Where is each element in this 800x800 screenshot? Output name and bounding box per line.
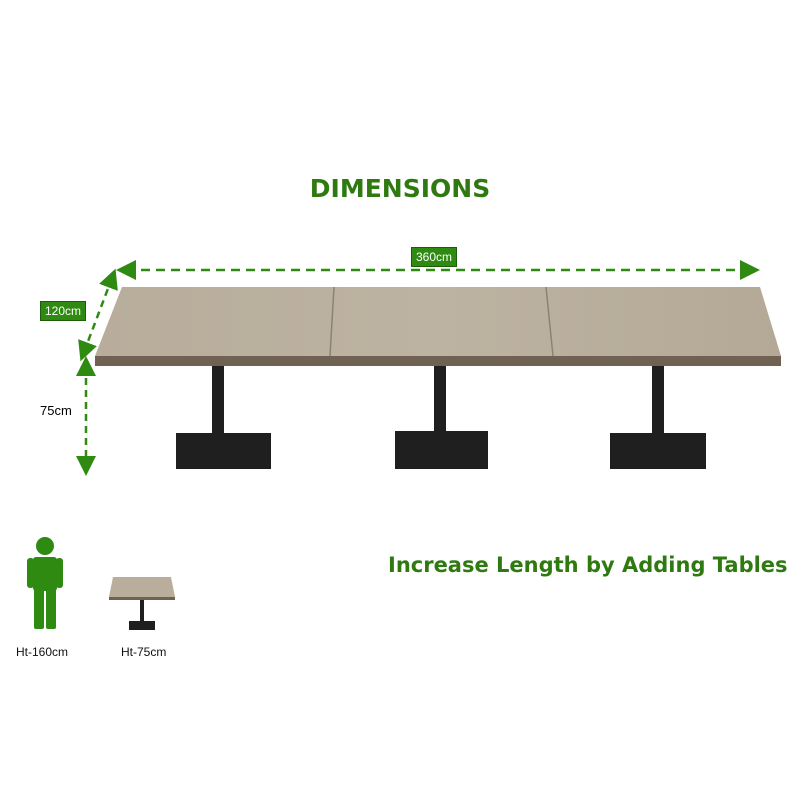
reference-table-icon — [109, 577, 175, 630]
width-label: 120cm — [40, 301, 87, 321]
table-height-label: Ht-75cm — [121, 645, 167, 659]
page-title: DIMENSIONS — [309, 174, 491, 203]
tabletop-seam-2 — [545, 286, 554, 357]
tabletop — [95, 287, 781, 356]
person-height-label: Ht-160cm — [16, 645, 69, 659]
height-label: 75cm — [40, 403, 72, 418]
width-dimension-line — [78, 268, 118, 362]
tabletop-seam-1 — [329, 286, 335, 357]
table-base-2 — [395, 366, 488, 469]
table-base-1 — [176, 366, 271, 469]
person-icon — [27, 537, 63, 629]
tabletop-edge — [95, 356, 781, 366]
length-label: 360cm — [411, 247, 458, 267]
tagline: Increase Length by Adding Tables — [388, 553, 788, 577]
table-base-3 — [610, 366, 706, 469]
